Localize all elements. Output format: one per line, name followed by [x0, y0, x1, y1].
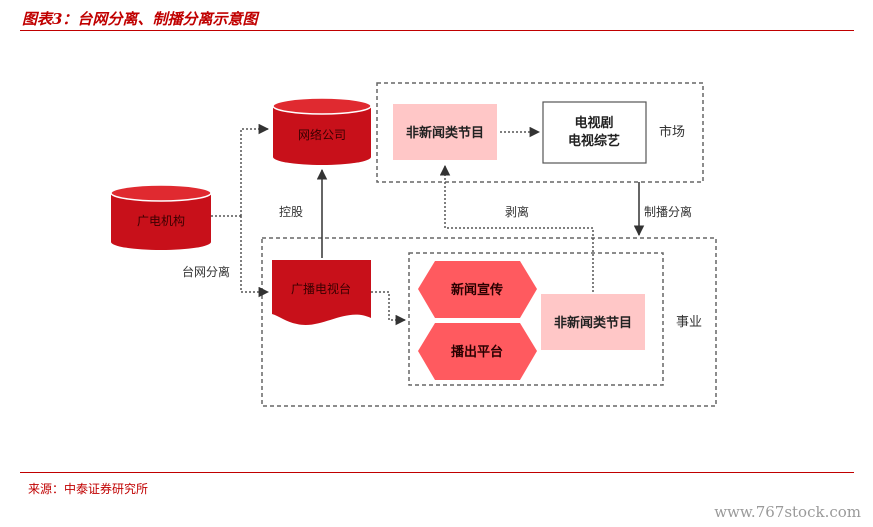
broadcast-org-label: 广电机构 — [137, 213, 185, 228]
broadcast-station-document: 广播电视台 — [272, 260, 371, 325]
watermark: www.767stock.com — [714, 503, 861, 521]
split-label: 剥离 — [505, 204, 529, 219]
non-news-market-label: 非新闻类节目 — [406, 125, 484, 141]
news-promo-hexagon — [418, 261, 537, 318]
network-separation-label: 台网分离 — [182, 264, 230, 279]
network-company-cylinder: 网络公司 — [272, 97, 372, 165]
public-sector-label: 事业 — [676, 315, 702, 330]
public-sector-region — [261, 237, 717, 407]
broadcast-platform-label: 播出平台 — [451, 344, 503, 360]
figure-title: 图表3：台网分离、制播分离示意图 — [22, 10, 258, 28]
production-separation-label: 制播分离 — [644, 204, 692, 219]
market-label: 市场 — [659, 124, 685, 140]
news-promo-label: 新闻宣传 — [451, 282, 503, 298]
broadcast-org-cylinder: 广电机构 — [110, 184, 212, 250]
tv-variety-label: 电视综艺 — [568, 133, 620, 149]
tv-variety-box — [542, 101, 647, 164]
market-region — [376, 82, 704, 183]
arrow-station-to-platform — [371, 291, 407, 326]
non-news-public-label: 非新闻类节目 — [554, 315, 632, 331]
broadcast-station-label: 广播电视台 — [291, 281, 351, 296]
title-rule — [20, 30, 854, 31]
network-company-label: 网络公司 — [298, 127, 346, 142]
arrow-org-to-network — [240, 123, 270, 216]
holding-label: 控股 — [279, 205, 303, 219]
broadcast-platform-hexagon — [418, 323, 537, 380]
non-news-market-box — [393, 104, 497, 160]
arrow-org-to-station — [240, 216, 270, 298]
source-note: 来源：中泰证券研究所 — [28, 482, 149, 496]
station-inner-region — [408, 252, 664, 386]
non-news-public-box — [541, 294, 645, 350]
arrow-split — [439, 164, 594, 292]
source-rule — [20, 472, 854, 473]
tv-drama-label: 电视剧 — [574, 115, 613, 131]
